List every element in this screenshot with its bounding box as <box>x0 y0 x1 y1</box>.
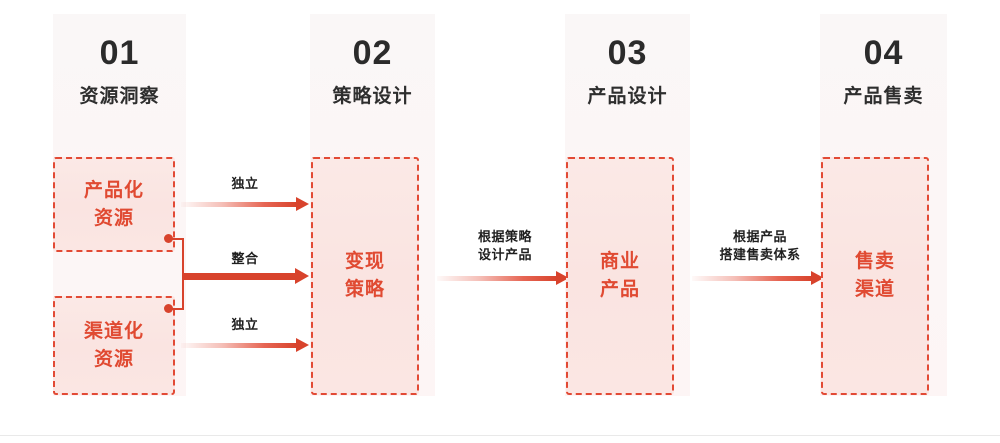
arrow-shaft <box>692 276 812 281</box>
arrow-label-text: 整合 <box>231 251 259 266</box>
box-productized-resource[interactable]: 产品化 资源 <box>53 157 175 252</box>
arrow-label-design-product: 根据策略 设计产品 <box>437 228 573 264</box>
arrow-label-build-sales-system: 根据产品 搭建售卖体系 <box>690 228 830 264</box>
arrow-label-independent-bottom: 独立 <box>185 316 305 334</box>
box-label-line1: 变现 <box>344 251 385 272</box>
box-commercial-product[interactable]: 商业 产品 <box>566 157 674 395</box>
arrow-head-icon <box>295 268 309 284</box>
box-monetization-strategy[interactable]: 变现 策略 <box>311 157 419 395</box>
box-label-line1: 售卖 <box>854 251 895 272</box>
arrow-integrate <box>183 268 309 284</box>
arrow-shaft <box>437 276 557 281</box>
bottom-divider <box>0 435 1000 436</box>
box-label-line2: 策略 <box>344 279 385 300</box>
arrow-label-text: 独立 <box>231 317 259 332</box>
box-label-line2: 渠道 <box>854 279 895 300</box>
arrow-head-icon <box>556 271 569 285</box>
box-channelized-resource[interactable]: 渠道化 资源 <box>53 296 175 395</box>
arrow-head-icon <box>811 271 824 285</box>
bracket-bottom-line <box>167 308 184 310</box>
arrow-shaft <box>181 343 297 348</box>
arrow-label-text-line2: 搭建售卖体系 <box>719 247 801 262</box>
box-label: 变现 策略 <box>345 248 385 304</box>
box-label-line1: 商业 <box>599 251 640 272</box>
connector-dot-bottom <box>164 304 173 313</box>
arrow-label-text-line1: 根据产品 <box>732 229 787 244</box>
arrow-head-icon <box>296 197 309 211</box>
box-label-line2: 资源 <box>93 207 134 229</box>
arrow-label-text: 独立 <box>231 176 259 191</box>
box-label: 商业 产品 <box>600 248 640 304</box>
box-label: 售卖 渠道 <box>855 248 895 304</box>
arrow-label-independent-top: 独立 <box>185 175 305 193</box>
bracket-top-line <box>167 238 184 240</box>
arrow-head-icon <box>296 338 309 352</box>
box-label-line1: 产品化 <box>83 179 144 201</box>
box-label-line2: 产品 <box>599 279 640 300</box>
arrow-build-sales-system <box>692 271 824 285</box>
arrow-design-product <box>437 271 569 285</box>
connector-dot-top <box>164 234 173 243</box>
arrow-label-text-line1: 根据策略 <box>477 229 532 244</box>
arrow-label-text-line2: 设计产品 <box>477 247 532 262</box>
box-label-line2: 资源 <box>93 348 134 370</box>
arrow-shaft <box>181 202 297 207</box>
box-label: 产品化 资源 <box>84 177 144 233</box>
box-label-line1: 渠道化 <box>83 320 144 342</box>
arrow-independent-bottom <box>181 338 309 352</box>
arrow-independent-top <box>181 197 309 211</box>
arrow-label-integrate: 整合 <box>185 250 305 268</box>
box-sales-channel[interactable]: 售卖 渠道 <box>821 157 929 395</box>
box-label: 渠道化 资源 <box>84 318 144 374</box>
arrow-shaft <box>183 273 297 280</box>
